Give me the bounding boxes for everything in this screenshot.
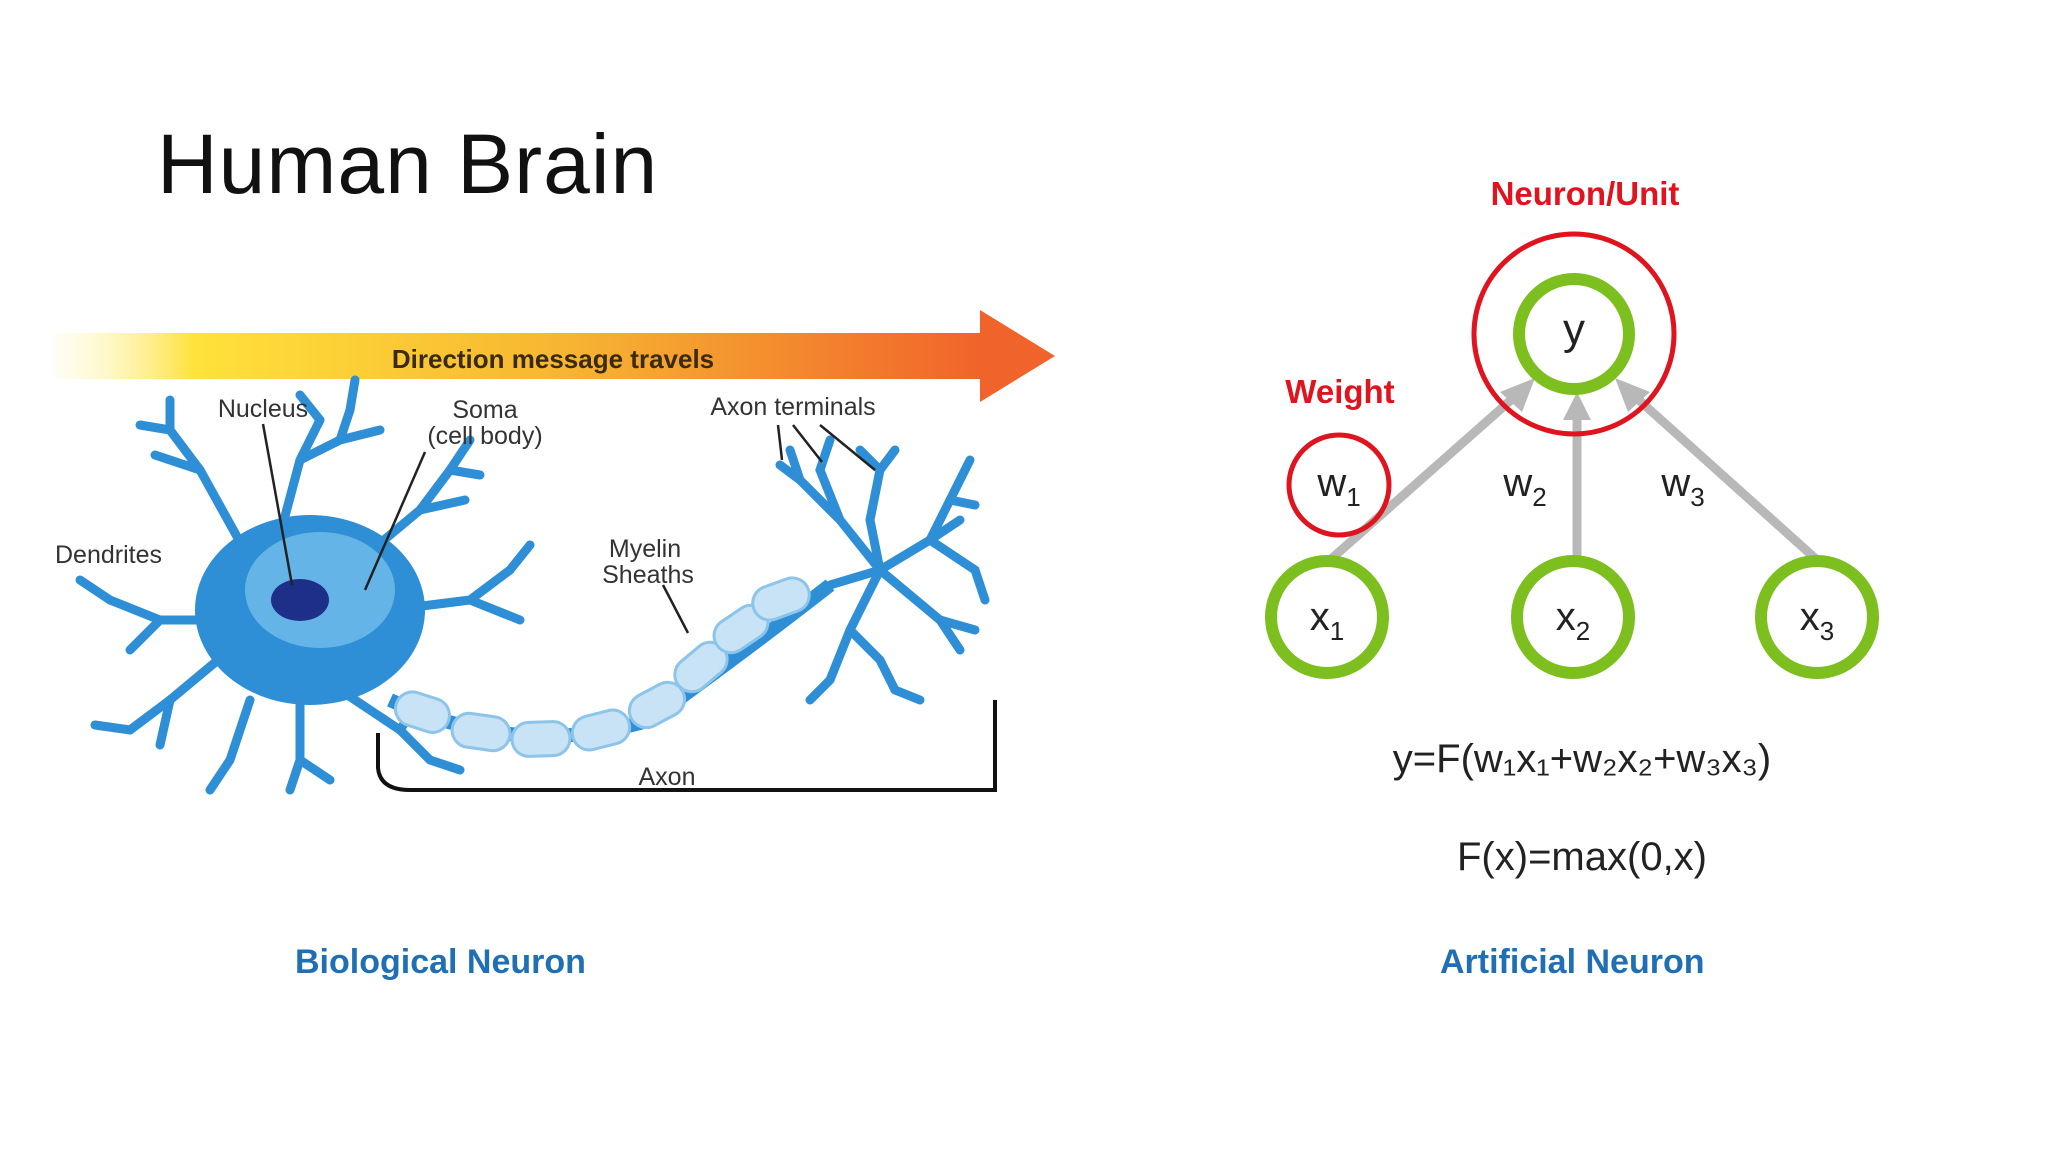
- direction-arrow: [55, 310, 1055, 402]
- caption-artificial-neuron: Artificial Neuron: [1440, 943, 1705, 981]
- weight-highlight: [1286, 432, 1392, 538]
- formula-weighted-sum: y=F(w₁x₁+w₂x₂+w₃x₃): [1393, 737, 1771, 781]
- neuron-unit-highlight: [1471, 231, 1677, 437]
- label-sheaths: Sheaths: [602, 561, 694, 589]
- caption-biological-neuron: Biological Neuron: [295, 943, 586, 981]
- weight-label: Weight: [1285, 373, 1394, 410]
- weight-label-w3: w3: [1660, 461, 1704, 512]
- label-axon: Axon: [639, 763, 696, 791]
- weight-label-w1: w1: [1316, 461, 1360, 512]
- axon-terminals: [775, 435, 990, 705]
- input-node-x2: [1511, 555, 1635, 679]
- label-soma-cell-body: (cell body): [427, 422, 542, 450]
- myelin-sheaths: [393, 576, 811, 758]
- formula-activation: F(x)=max(0,x): [1457, 835, 1707, 879]
- label-nucleus: Nucleus: [218, 395, 308, 423]
- input-label-x2: x2: [1556, 595, 1590, 646]
- slide-title: Human Brain: [157, 117, 659, 211]
- input-label-x3: x3: [1800, 595, 1834, 646]
- output-node-y: [1513, 273, 1635, 395]
- input-node-x1: [1265, 555, 1389, 679]
- leader-lines: [261, 423, 876, 634]
- axon-bracket: [376, 700, 997, 792]
- label-axon-terminals: Axon terminals: [710, 393, 875, 421]
- input-node-x3: [1755, 555, 1879, 679]
- nucleus: [271, 579, 329, 621]
- label-dendrites: Dendrites: [55, 541, 162, 569]
- label-myelin: Myelin: [609, 535, 681, 563]
- weight-label-w2: w2: [1502, 461, 1546, 512]
- output-node-label: y: [1563, 305, 1585, 354]
- artificial-neuron-figure: y x1 x2 x3 w1 w2 w3 Neuron/Unit Weight y…: [1265, 175, 1879, 879]
- direction-arrow-label: Direction message travels: [392, 344, 714, 374]
- input-label-x1: x1: [1310, 595, 1344, 646]
- neuron-unit-label: Neuron/Unit: [1491, 175, 1680, 212]
- edge-arrowheads: [1500, 378, 1650, 420]
- label-soma: Soma: [452, 396, 517, 424]
- biological-neuron-figure: Direction message travels: [55, 310, 1055, 795]
